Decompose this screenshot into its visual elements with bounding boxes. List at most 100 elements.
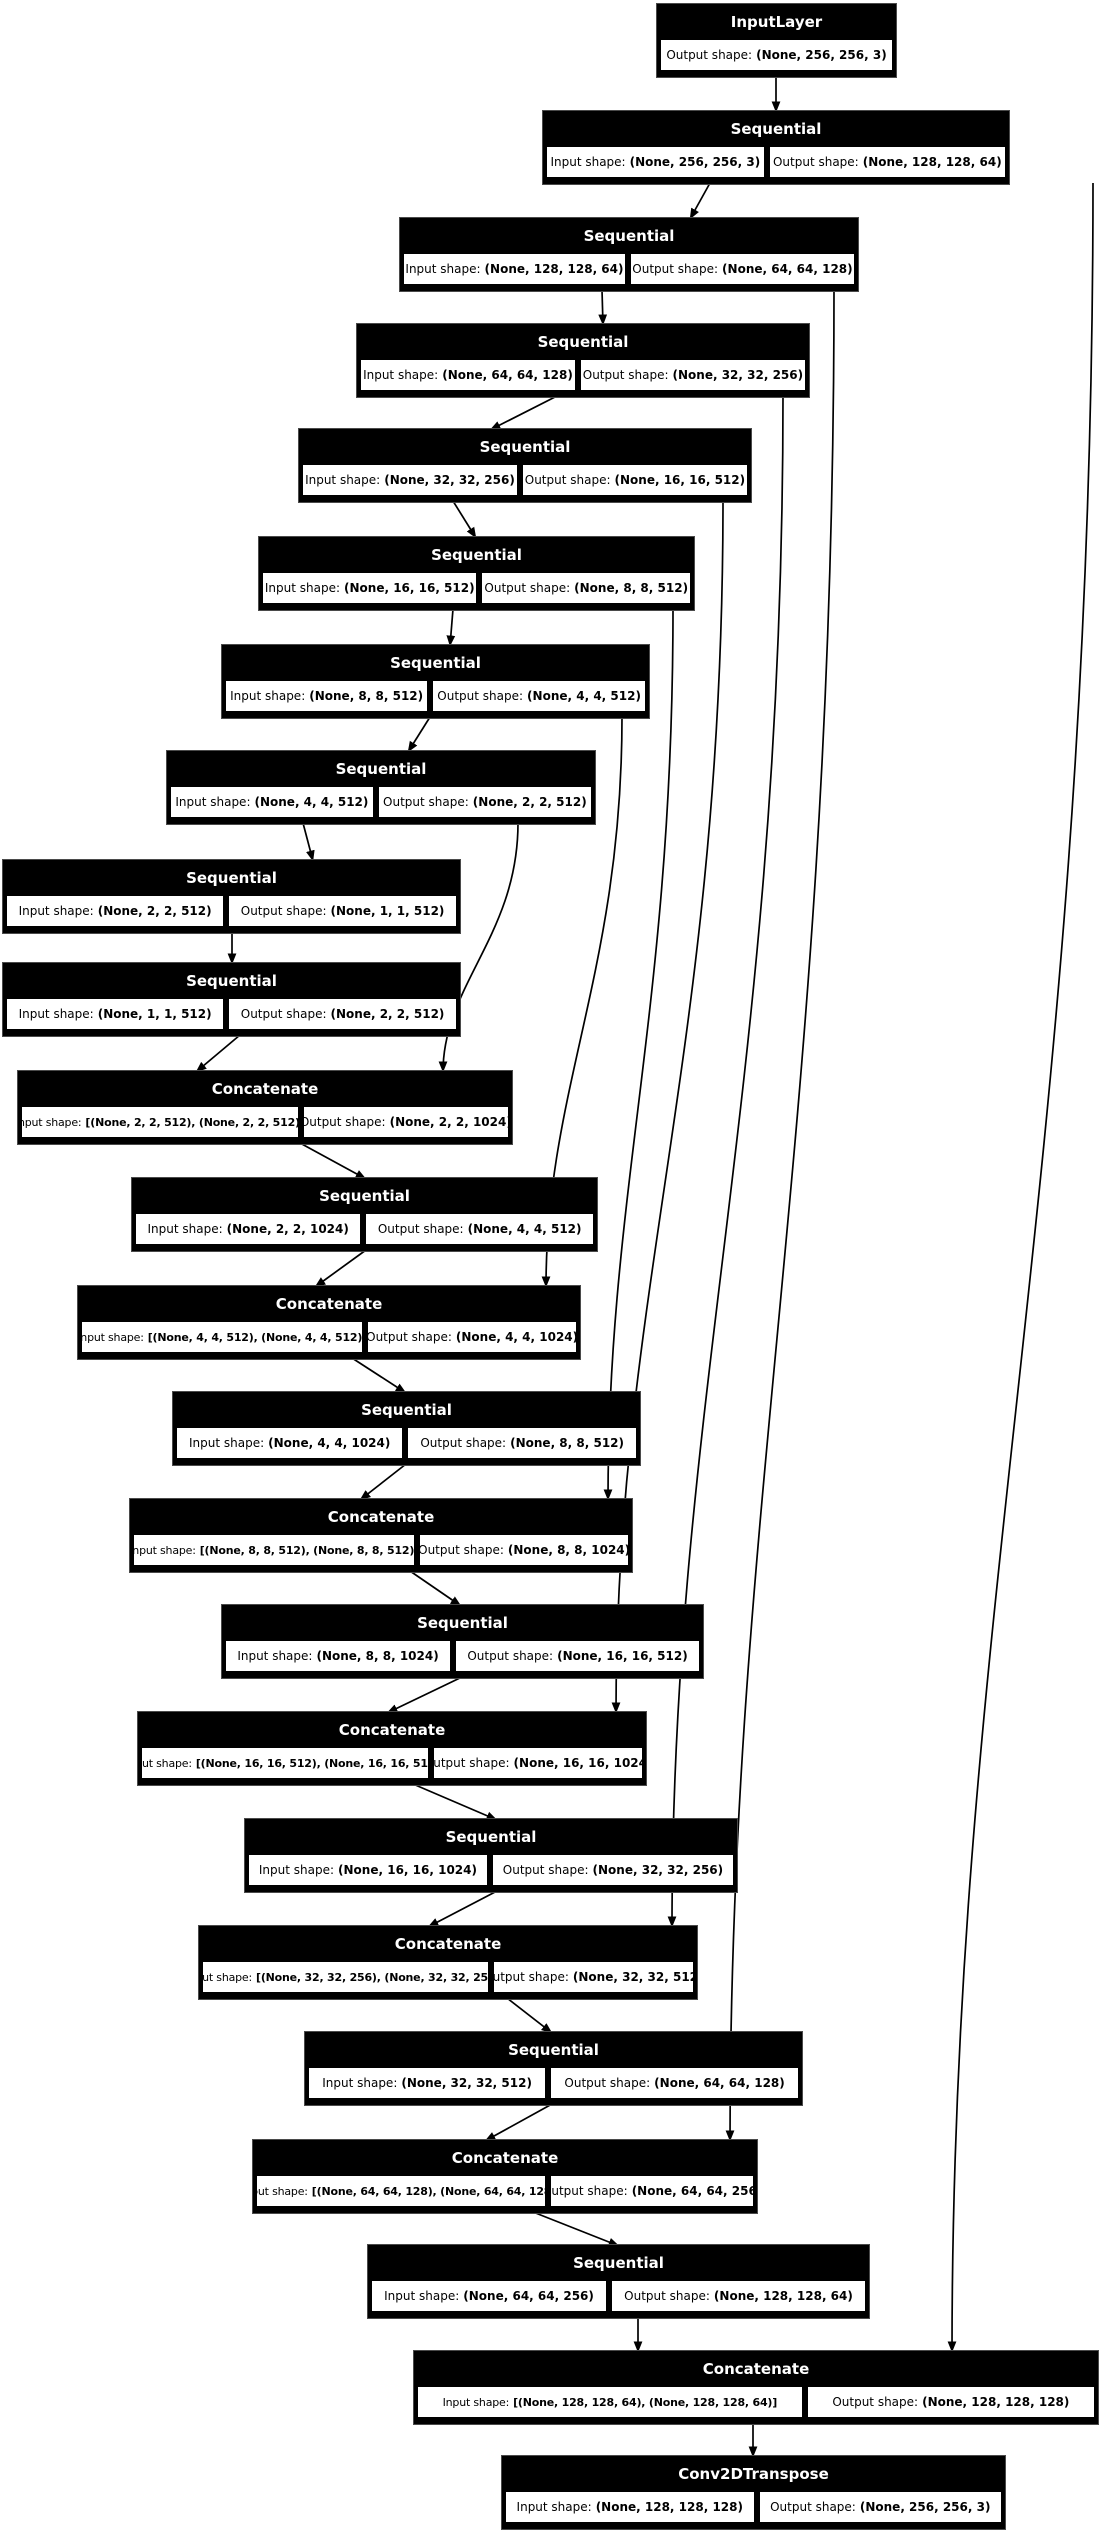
shape-cells: Input shape:[(None, 8, 8, 512), (None, 8… [130, 1534, 632, 1569]
output-shape-cell: Output shape:(None, 128, 128, 128) [806, 2386, 1096, 2418]
output-shape-cell: Output shape:(None, 32, 32, 256) [491, 1854, 735, 1886]
edge [195, 1034, 241, 1073]
input-shape-label: Input shape: [322, 2076, 398, 2090]
output-shape-cell: Output shape:(None, 8, 8, 512) [481, 572, 691, 604]
shape-cells: Input shape:(None, 2, 2, 512)Output shap… [3, 895, 460, 930]
input-shape-value: (None, 64, 64, 256) [463, 2289, 594, 2303]
input-shape-label: Input shape: [188, 1436, 265, 1450]
output-shape-cell: Output shape:(None, 32, 32, 512) [492, 1961, 694, 1993]
output-shape-cell: Output shape:(None, 128, 128, 64) [611, 2280, 867, 2312]
shape-cells: Input shape:(None, 8, 8, 1024)Output sha… [222, 1640, 703, 1675]
input-shape-cell: Input shape:(None, 4, 4, 512) [170, 786, 374, 818]
output-shape-label: Output shape: [624, 2289, 710, 2303]
output-shape-label: Output shape: [632, 262, 719, 276]
output-shape-value: (None, 256, 256, 3) [756, 48, 887, 62]
output-shape-label: Output shape: [383, 795, 469, 809]
input-shape-value: [(None, 8, 8, 512), (None, 8, 8, 512)] [199, 1543, 416, 1557]
output-shape-value: (None, 4, 4, 512) [467, 1222, 582, 1236]
skip-connection-edge [438, 822, 519, 1073]
output-shape-value: (None, 8, 8, 512) [510, 1436, 625, 1450]
input-shape-value: (None, 2, 2, 1024) [226, 1222, 349, 1236]
output-shape-label: Output shape: [240, 904, 327, 918]
output-shape-label: Output shape: [302, 1115, 386, 1129]
shape-cells: Input shape:(None, 32, 32, 256)Output sh… [299, 464, 751, 499]
input-shape-cell: Input shape:(None, 1, 1, 512) [6, 998, 225, 1030]
input-shape-label: Input shape: [516, 2500, 592, 2514]
output-shape-label: Output shape: [467, 1649, 554, 1663]
skip-connection-edge [725, 289, 835, 2142]
output-shape-value: (None, 64, 64, 128) [654, 2076, 785, 2090]
input-shape-label: Input shape: [258, 1863, 335, 1877]
input-shape-value: (None, 128, 128, 128) [595, 2500, 743, 2514]
shape-cells: Input shape:(None, 32, 32, 512)Output sh… [305, 2067, 802, 2102]
output-shape-cell: Output shape:(None, 256, 256, 3) [758, 2491, 1003, 2523]
edge [484, 2103, 553, 2142]
output-shape-value: (None, 2, 2, 512) [472, 795, 587, 809]
output-shape-label: Output shape: [772, 155, 859, 169]
input-shape-label: Input shape: [133, 1543, 196, 1557]
input-shape-value: (None, 8, 8, 512) [309, 689, 424, 703]
shape-cells: Input shape:(None, 64, 64, 256)Output sh… [368, 2280, 869, 2315]
edge [412, 1783, 498, 1821]
input-shape-value: (None, 4, 4, 1024) [268, 1436, 391, 1450]
output-shape-cell: Output shape:(None, 4, 4, 1024) [367, 1321, 577, 1353]
input-shape-cell: Input shape:[(None, 128, 128, 64), (None… [417, 2386, 803, 2418]
layer-type-label: Sequential [186, 868, 277, 887]
output-shape-label: Output shape: [240, 1007, 327, 1021]
output-shape-label: Output shape: [564, 2076, 651, 2090]
input-shape-label: Input shape: [550, 155, 626, 169]
output-shape-label: Output shape: [377, 1222, 464, 1236]
input-shape-label: Input shape: [147, 1222, 223, 1236]
edge [302, 822, 315, 862]
shape-cells: Input shape:(None, 4, 4, 1024)Output sha… [173, 1427, 640, 1462]
output-shape-cell: Output shape:(None, 256, 256, 3) [660, 39, 893, 71]
input-shape-label: Input shape: [363, 368, 439, 382]
shape-cells: Input shape:[(None, 2, 2, 512), (None, 2… [18, 1106, 512, 1141]
input-shape-value: (None, 64, 64, 128) [442, 368, 573, 382]
input-shape-cell: Input shape:[(None, 8, 8, 512), (None, 8… [133, 1534, 416, 1566]
edge [489, 395, 558, 431]
output-shape-value: (None, 8, 8, 1024) [507, 1543, 629, 1557]
shape-cells: Input shape:(None, 16, 16, 512)Output sh… [259, 572, 694, 607]
input-shape-value: (None, 4, 4, 512) [254, 795, 369, 809]
input-shape-cell: Input shape:(None, 16, 16, 512) [262, 572, 478, 604]
layer-type-label: Concatenate [451, 2148, 559, 2167]
output-shape-label: Output shape: [832, 2395, 919, 2409]
input-shape-label: Input shape: [18, 1007, 94, 1021]
output-shape-value: (None, 16, 16, 512) [614, 473, 746, 487]
output-shape-cell: Output shape:(None, 1, 1, 512) [228, 895, 457, 927]
shape-cells: Input shape:(None, 8, 8, 512)Output shap… [222, 680, 649, 715]
input-shape-value: (None, 128, 128, 64) [484, 262, 624, 276]
input-shape-cell: Input shape:(None, 64, 64, 256) [371, 2280, 608, 2312]
output-shape-cell: Output shape:(None, 64, 64, 256) [550, 2175, 754, 2207]
output-shape-label: Output shape: [582, 368, 669, 382]
output-shape-cell: Output shape:(None, 64, 64, 128) [550, 2067, 799, 2099]
output-shape-label: Output shape: [437, 689, 524, 703]
output-shape-value: (None, 16, 16, 1024) [513, 1756, 643, 1770]
output-shape-cell: Output shape:(None, 4, 4, 512) [365, 1213, 594, 1245]
input-shape-value: [(None, 32, 32, 256), (None, 32, 32, 256… [256, 1970, 489, 1984]
input-shape-cell: Input shape:[(None, 64, 64, 128), (None,… [256, 2175, 547, 2207]
edge [359, 1463, 407, 1501]
output-shape-cell: Output shape:(None, 8, 8, 1024) [419, 1534, 629, 1566]
output-shape-cell: Output shape:(None, 16, 16, 1024) [433, 1747, 643, 1779]
output-shape-label: Output shape: [433, 1756, 510, 1770]
input-shape-value: [(None, 4, 4, 512), (None, 4, 4, 512)] [147, 1330, 364, 1344]
shape-cells: Input shape:(None, 16, 16, 1024) Output s… [245, 1854, 737, 1889]
input-shape-value: (None, 16, 16, 1024) [338, 1863, 477, 1877]
layer-type-label: Concatenate [394, 1934, 502, 1953]
input-shape-value: (None, 8, 8, 1024) [316, 1649, 439, 1663]
layer-type-label: Sequential [573, 2253, 664, 2272]
layer-type-label: Sequential [390, 653, 481, 672]
output-shape-cell: Output shape:(None, 64, 64, 128) [629, 253, 855, 285]
layer-type-label: Sequential [361, 1400, 452, 1419]
output-shape-label: Output shape: [770, 2500, 856, 2514]
output-shape-label: Output shape: [524, 473, 611, 487]
input-shape-label: Input shape: [141, 1756, 192, 1770]
